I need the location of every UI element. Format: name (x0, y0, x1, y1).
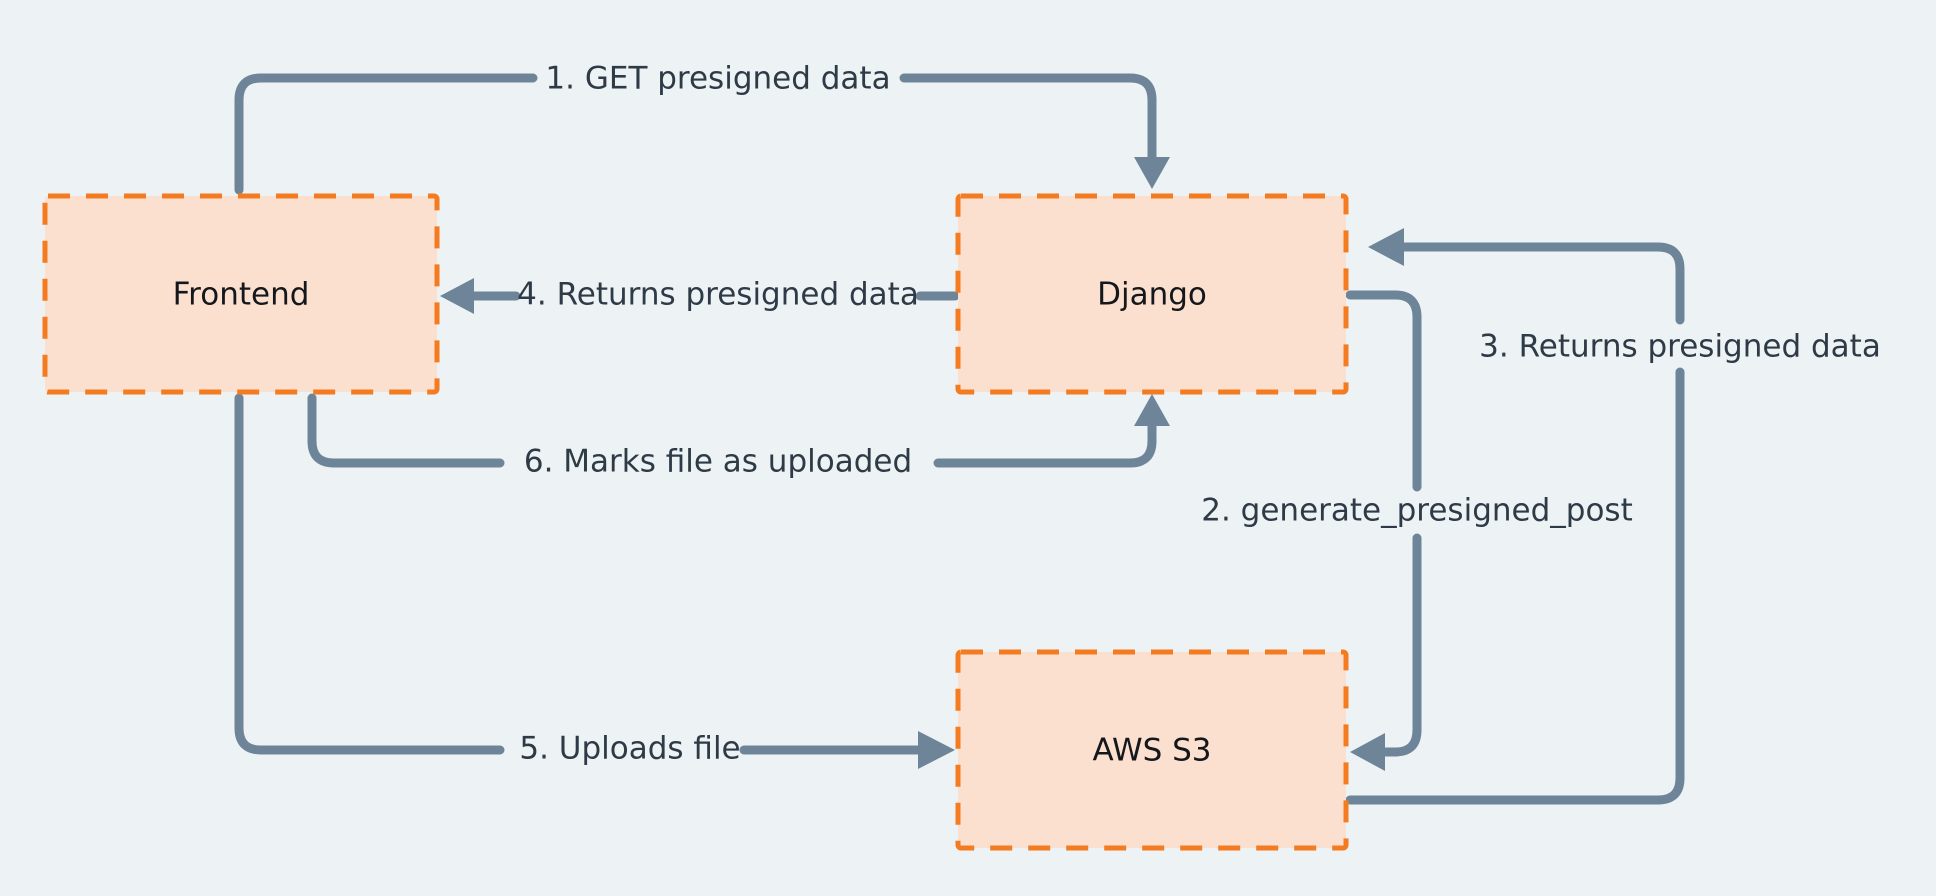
node-frontend-label: Frontend (173, 277, 310, 313)
node-frontend-box[interactable] (42, 193, 440, 395)
edge-2-path-upper (1345, 290, 1422, 492)
edge-3-path-upper (1395, 242, 1685, 325)
edge-1-path (234, 73, 538, 195)
edge-6-path-left (307, 393, 505, 468)
edge-5-uploads-file: 5. Uploads file (234, 393, 955, 769)
edge-6-path-right (933, 413, 1157, 468)
edge-6-label: 6. Marks file as uploaded (524, 444, 912, 480)
edge-1-get-presigned-data: 1. GET presigned data (234, 61, 1170, 195)
edge-3-path-lower (1345, 367, 1685, 805)
edge-4-returns-presigned-data: 4. Returns presigned data (440, 277, 960, 314)
edge-4-label: 4. Returns presigned data (517, 277, 919, 313)
edge-6-arrowhead-icon (1134, 394, 1170, 426)
edge-3-returns-presigned-data: 3. Returns presigned data (1345, 228, 1881, 805)
edge-3-arrowhead-icon (1368, 228, 1404, 266)
edge-2-label: 2. generate_presigned_post (1201, 493, 1632, 529)
edge-5-path-left (234, 393, 505, 755)
edge-1-path-right (899, 73, 1157, 170)
node-django[interactable]: Django (955, 193, 1349, 395)
node-aws-s3-box[interactable] (955, 649, 1349, 851)
node-aws-s3-label: AWS S3 (1092, 733, 1211, 769)
edge-5-arrowhead-icon (918, 731, 955, 769)
edge-4-arrowhead-icon (440, 278, 474, 314)
edge-2-arrowhead-icon (1350, 733, 1385, 771)
edge-1-label: 1. GET presigned data (545, 61, 890, 97)
node-django-label: Django (1097, 277, 1207, 313)
edge-2-path-lower (1375, 533, 1422, 757)
edge-5-label: 5. Uploads file (519, 731, 740, 767)
edge-3-label: 3. Returns presigned data (1479, 329, 1881, 365)
node-django-box[interactable] (955, 193, 1349, 395)
edge-1-arrowhead-icon (1134, 157, 1170, 189)
edge-2-generate-presigned-post: 2. generate_presigned_post (1201, 290, 1633, 771)
node-frontend[interactable]: Frontend (42, 193, 440, 395)
node-aws-s3[interactable]: AWS S3 (955, 649, 1349, 851)
edge-6-marks-file-as-uploaded: 6. Marks file as uploaded (307, 393, 1170, 480)
